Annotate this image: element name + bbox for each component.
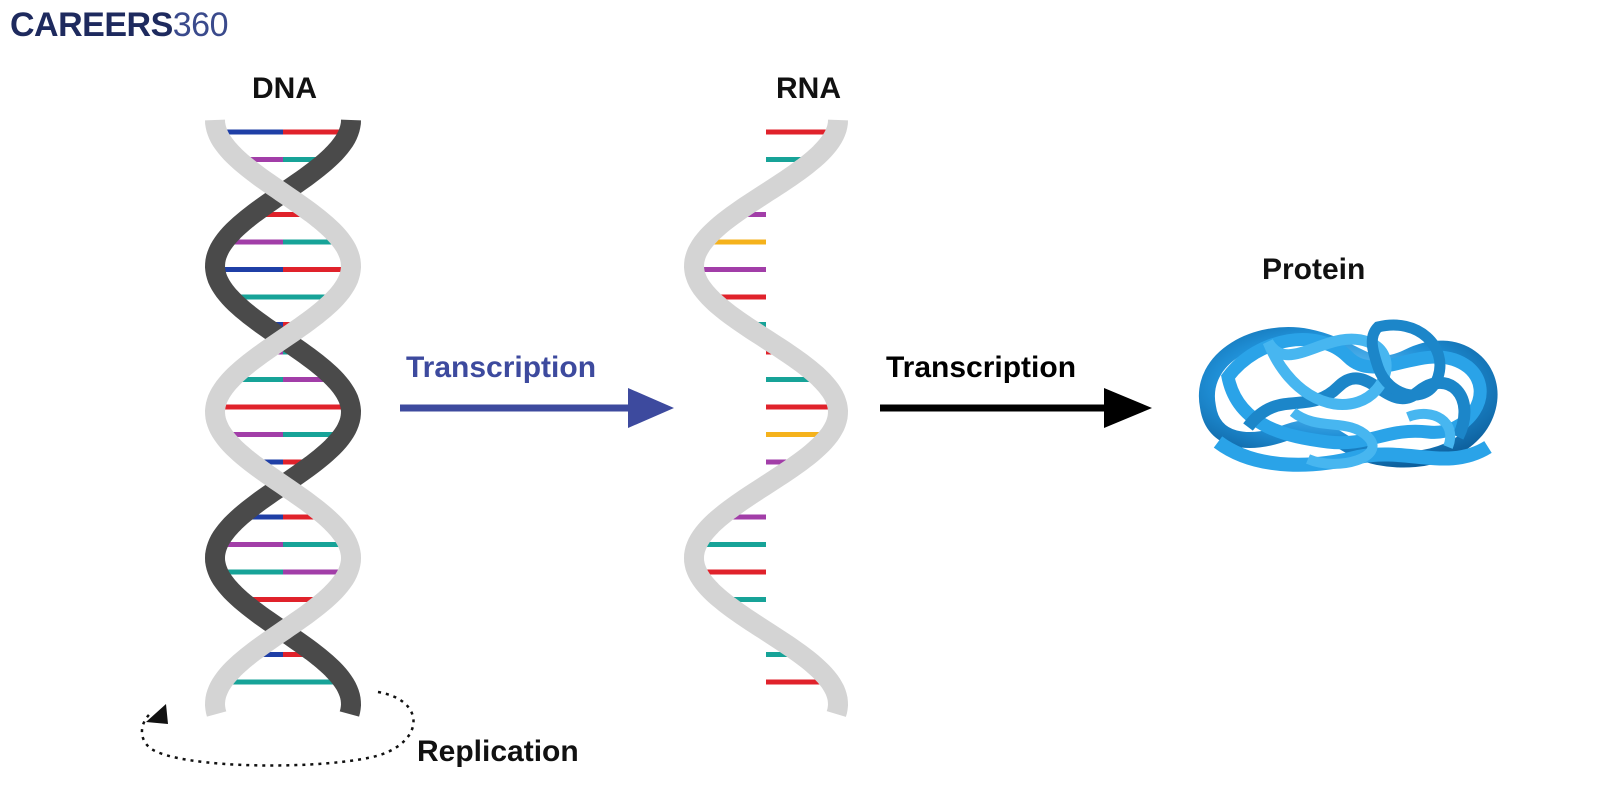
transcription-arrow-icon (400, 388, 674, 428)
replication-cycle-arrow-icon (140, 690, 415, 767)
dna-backbone-light (204, 119, 362, 717)
rna-strand (683, 119, 849, 717)
logo-word: CAREERS (10, 6, 173, 44)
replication-label: Replication (417, 735, 579, 768)
rna-label: RNA (776, 72, 841, 105)
dna-helix (204, 119, 362, 717)
careers360-logo: CAREERS 360 (10, 6, 228, 46)
transcription-label-1: Transcription (406, 351, 597, 384)
protein-icon (1198, 319, 1498, 472)
dna-backbone-dark (204, 119, 362, 717)
protein-label: Protein (1262, 253, 1366, 286)
dna-label: DNA (252, 72, 317, 105)
translation-arrow-icon (880, 388, 1152, 428)
rna-backbone-light (683, 119, 849, 717)
transcription-label-2: Transcription (886, 351, 1077, 384)
logo-number: 360 (172, 6, 229, 44)
